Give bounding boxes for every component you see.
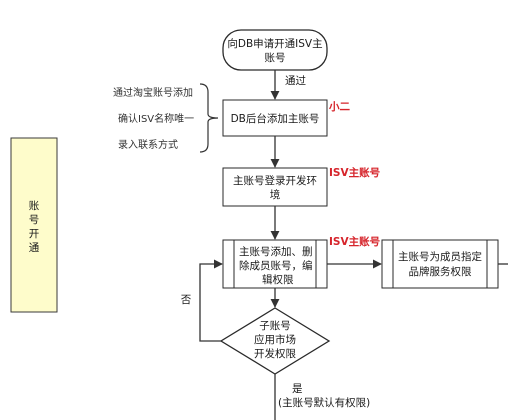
swimlane-label-1: 账	[29, 200, 40, 212]
node-decision-line-2: 应用市场	[254, 333, 296, 346]
swimlane-label-2: 号	[29, 214, 40, 226]
node-decision-line-1: 子账号	[259, 320, 291, 332]
swimlane-label-4: 通	[29, 242, 40, 254]
edge-decision-yes-label-2: (主账号默认有权限)	[278, 396, 370, 409]
node-db-add	[222, 99, 328, 137]
role-label-db-add: 小二	[328, 100, 350, 113]
side-note-2: 确认ISV名称唯一	[118, 112, 194, 125]
node-assign-line-1: 主账号为成员指定	[398, 250, 482, 263]
swimlane-box	[10, 137, 58, 313]
node-start-line-2: 账号	[265, 52, 286, 64]
node-db-add-text: DB后台添加主账号	[231, 112, 320, 125]
role-label-login: ISV主账号	[329, 166, 380, 179]
swimlane-label-3: 开	[29, 228, 40, 240]
side-note-1: 通过淘宝账号添加	[113, 86, 193, 99]
edge-decision-yes-label-1: 是	[292, 383, 303, 395]
node-login-line-1: 主账号登录开发环	[233, 174, 317, 187]
role-label-main-actions: ISV主账号	[329, 235, 380, 248]
edge-start-to-db-label: 通过	[285, 74, 306, 87]
node-login	[222, 167, 328, 207]
side-note-3: 录入联系方式	[118, 138, 178, 151]
node-decision-line-3: 开发权限	[254, 347, 296, 360]
side-note-brace	[199, 83, 219, 153]
node-start-line-1: 向DB申请开通ISV主	[227, 37, 322, 50]
node-assign	[381, 239, 499, 289]
node-main-actions-line-1: 主账号添加、删	[239, 245, 313, 258]
node-main-actions-line-3: 辑权限	[262, 273, 294, 286]
node-assign-line-2: 品牌服务权限	[409, 265, 472, 278]
edge-decision-no	[199, 259, 223, 342]
edge-decision-no-label: 否	[181, 294, 192, 306]
node-login-line-2: 境	[270, 188, 281, 201]
node-main-actions-line-2: 除成员账号，编	[239, 259, 313, 272]
node-start	[222, 29, 328, 71]
